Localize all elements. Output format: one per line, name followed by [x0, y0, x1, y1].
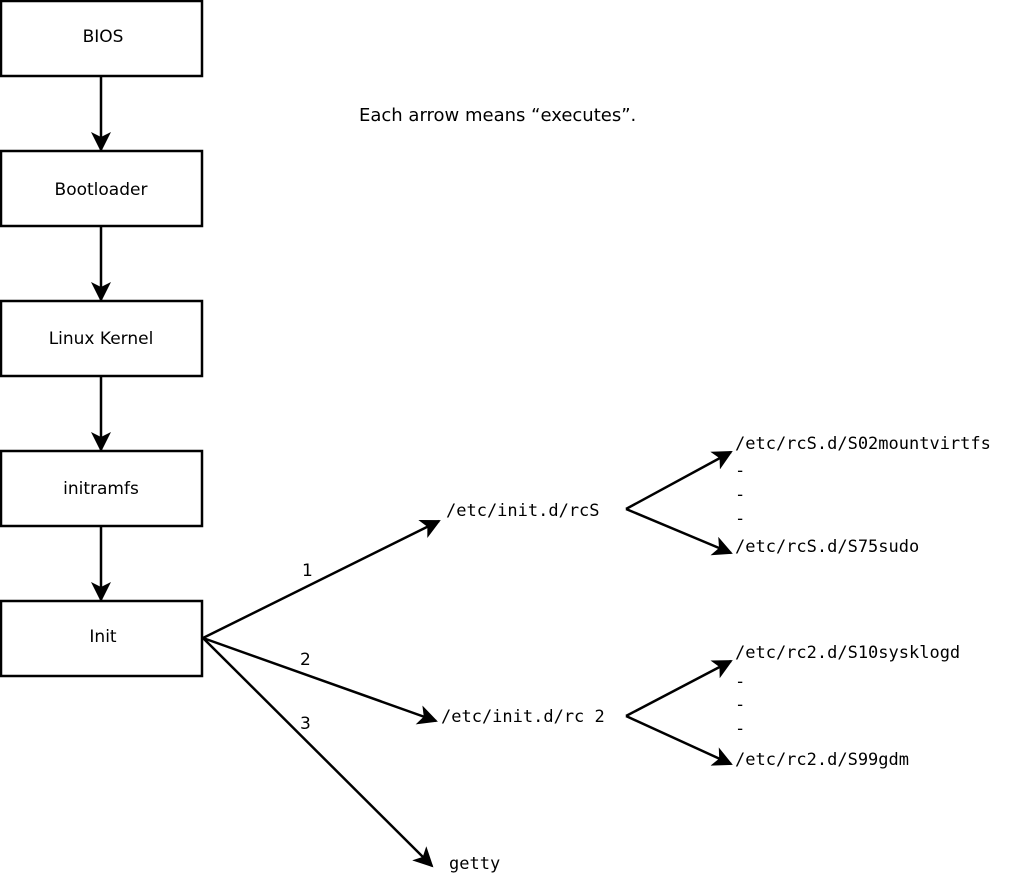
- rcs-ellipsis-3: -: [735, 509, 745, 529]
- bootloader-label: Bootloader: [55, 180, 148, 200]
- branch-order-3: 3: [300, 714, 311, 734]
- branch-order-1: 1: [302, 561, 313, 581]
- rcs-ellipsis-1: -: [735, 461, 745, 481]
- rcs-script-label: /etc/init.d/rcS: [446, 501, 600, 521]
- rc2-ellipsis-3: -: [735, 719, 745, 739]
- rc2-last-script: /etc/rc2.d/S99gdm: [735, 750, 909, 770]
- rc2-ellipsis-2: -: [735, 695, 745, 715]
- rc2-script-label: /etc/init.d/rc 2: [441, 707, 605, 727]
- diagram-note: Each arrow means “executes”.: [359, 105, 636, 126]
- arrow-init-to-rcs: [202, 519, 441, 640]
- branch-order-2: 2: [300, 650, 311, 670]
- rcs-ellipsis-2: -: [735, 485, 745, 505]
- rc2-ellipsis-1: -: [735, 672, 745, 692]
- arrow-rc2-to-first: [625, 659, 733, 718]
- arrow-rcs-to-first: [625, 450, 733, 511]
- bootloader-box: Bootloader: [0, 149, 204, 228]
- bios-label: BIOS: [83, 27, 124, 47]
- arrow-rcs-to-last: [625, 507, 733, 556]
- arrow-rc2-to-last: [625, 714, 733, 766]
- init-label: Init: [89, 627, 117, 647]
- arrow-init-to-rc2: [202, 636, 438, 725]
- linux-kernel-label: Linux Kernel: [49, 329, 154, 349]
- getty-label: getty: [449, 854, 500, 874]
- bios-box: BIOS: [0, 0, 204, 78]
- rcs-last-script: /etc/rcS.d/S75sudo: [735, 537, 919, 557]
- initramfs-label: initramfs: [63, 479, 139, 499]
- linux-kernel-box: Linux Kernel: [0, 299, 204, 378]
- initramfs-box: initramfs: [0, 449, 204, 528]
- rcs-first-script: /etc/rcS.d/S02mountvirtfs: [735, 434, 991, 454]
- init-box: Init: [0, 599, 204, 678]
- rc2-first-script: /etc/rc2.d/S10sysklogd: [735, 643, 960, 663]
- arrow-init-to-getty: [202, 637, 434, 868]
